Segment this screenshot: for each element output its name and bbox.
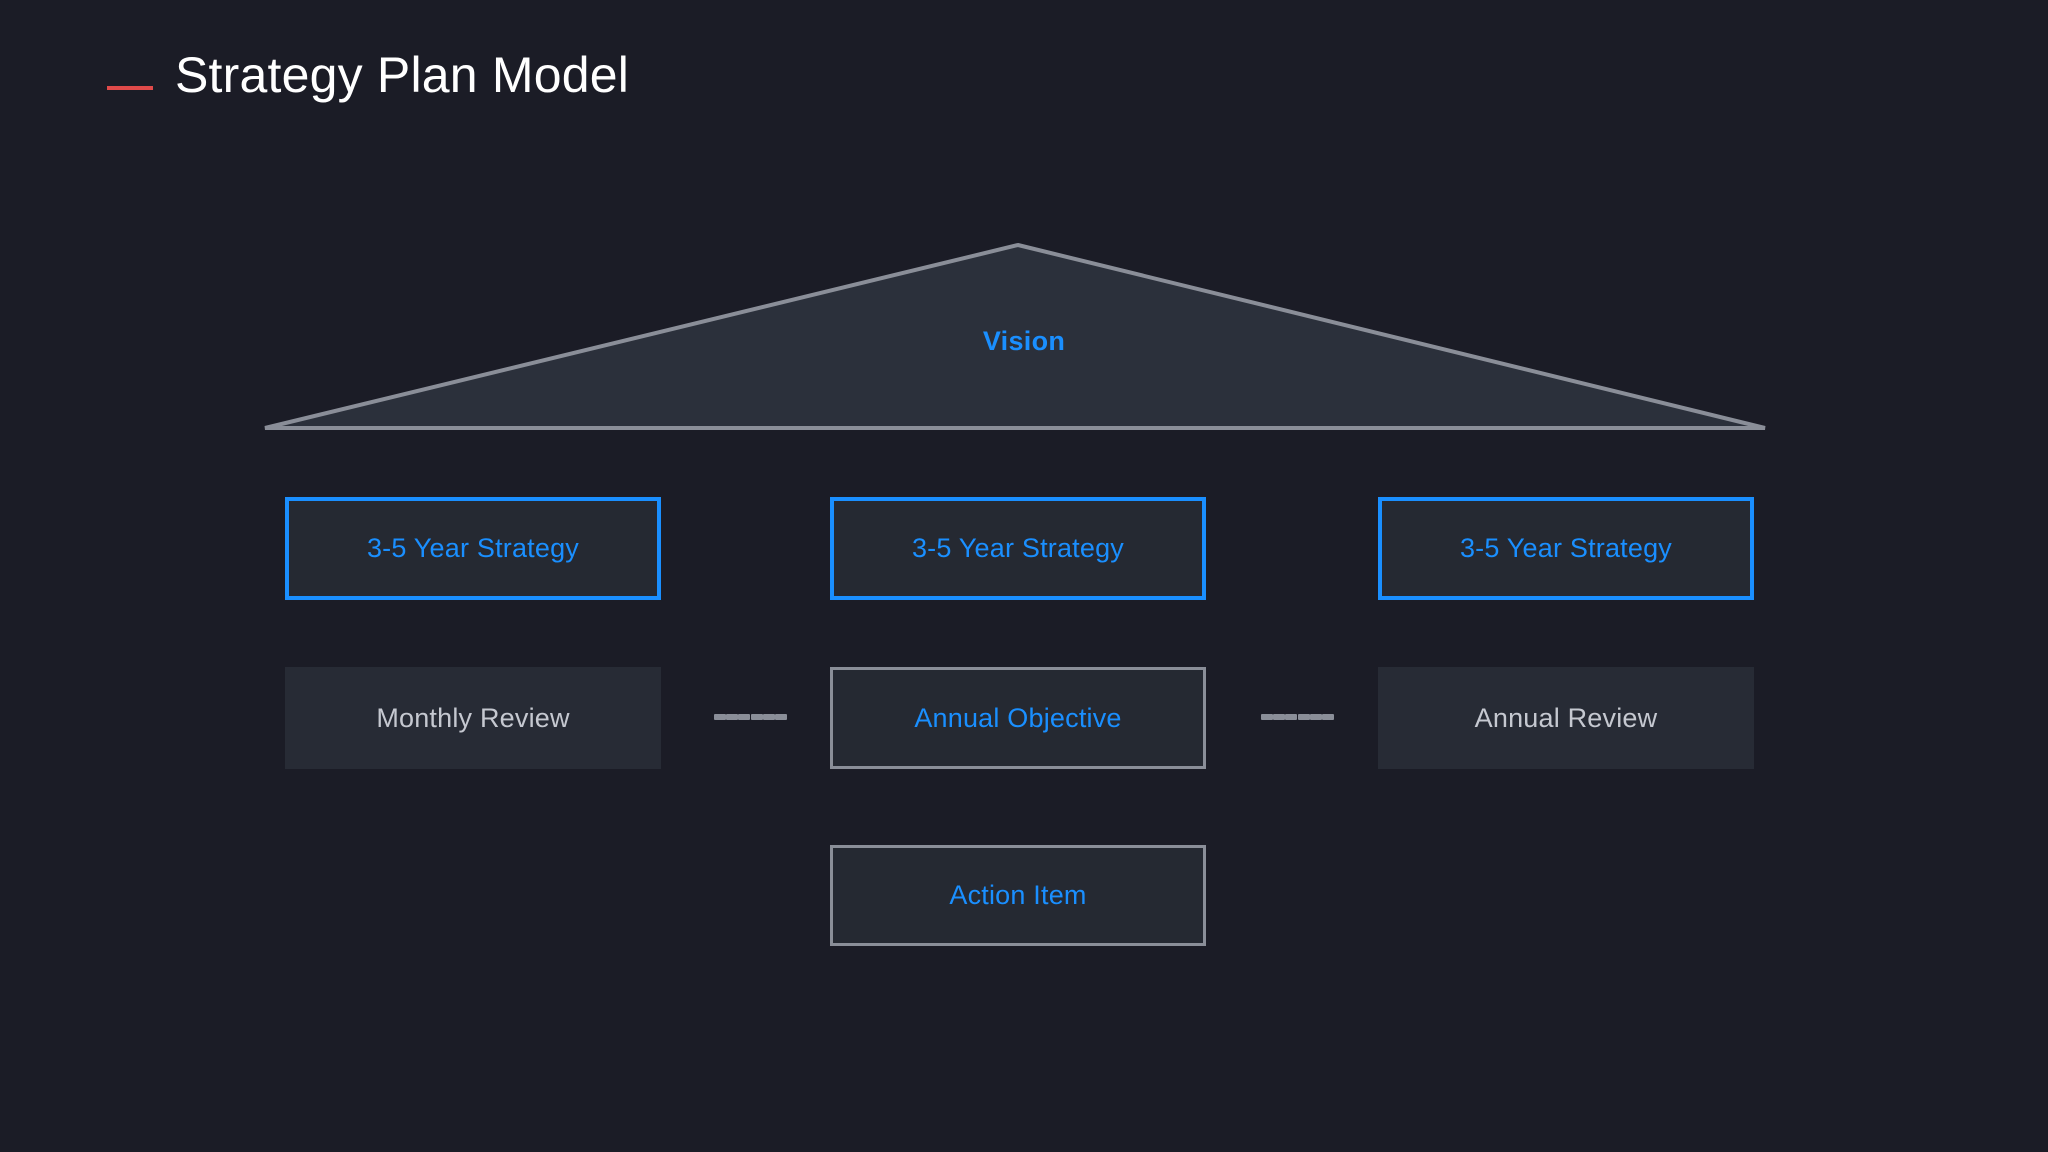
dash-segment: [1261, 714, 1273, 720]
dash-segment: [1321, 714, 1334, 720]
dash-segment: [726, 714, 739, 720]
dash-segment: [1273, 714, 1286, 720]
page-title: Strategy Plan Model: [175, 47, 630, 103]
monthly-review-box[interactable]: Monthly Review: [285, 667, 661, 769]
dash-segment: [1309, 714, 1322, 720]
dash-segment: [750, 714, 763, 720]
slide-header: Strategy Plan Model: [107, 40, 629, 110]
pyramid-label-vision: Vision: [982, 326, 1066, 356]
action-item-box[interactable]: Action Item: [830, 845, 1206, 946]
accent-dash-icon: [107, 86, 153, 90]
dash-segment: [774, 714, 787, 720]
dash-segment: [1285, 714, 1298, 720]
annual-objective-box[interactable]: Annual Objective: [830, 667, 1206, 769]
dash-segment: [714, 714, 726, 720]
strategy-box-2[interactable]: 3-5 Year Strategy: [830, 497, 1206, 600]
dash-segment: [738, 714, 751, 720]
strategy-box-1[interactable]: 3-5 Year Strategy: [285, 497, 661, 600]
dash-segment: [1297, 714, 1310, 720]
dash-segment: [762, 714, 775, 720]
connector-annual-to-review: [1261, 714, 1334, 720]
annual-review-box[interactable]: Annual Review: [1378, 667, 1754, 769]
strategy-box-3[interactable]: 3-5 Year Strategy: [1378, 497, 1754, 600]
connector-monthly-to-annual: [714, 714, 787, 720]
